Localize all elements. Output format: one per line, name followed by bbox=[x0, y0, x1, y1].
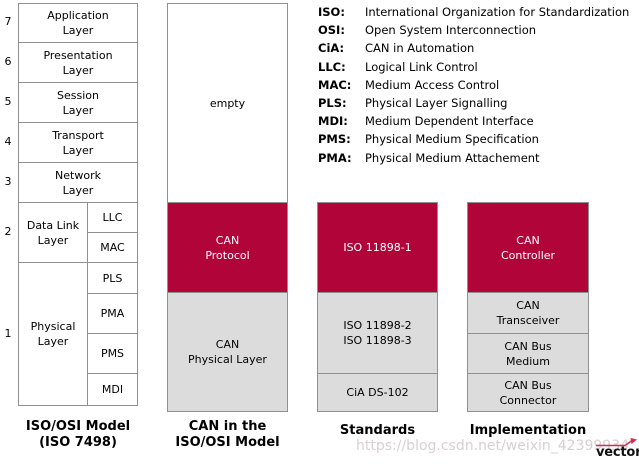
osi-layer-network: Network Layer bbox=[18, 162, 138, 203]
osi-layer-presentation: Presentation Layer bbox=[18, 42, 138, 83]
osi-layer-physical-row: Physical Layer PLS PMA PMS MDI bbox=[18, 262, 138, 406]
vector-logo-arrow-icon bbox=[596, 438, 637, 447]
can-protocol-box: CAN Protocol bbox=[167, 202, 288, 293]
legend-row-pms: PMS: Physical Medium Specification bbox=[318, 130, 629, 148]
standards-column: ISO 11898-1 ISO 11898-2 ISO 11898-3 CiA … bbox=[317, 202, 438, 412]
legend-row-osi: OSI: Open System Interconnection bbox=[318, 21, 629, 39]
legend-abbr: PMA: bbox=[318, 150, 352, 165]
osi-layer-number-2: 2 bbox=[4, 225, 12, 238]
can-physical-box: CAN Physical Layer bbox=[167, 292, 288, 412]
osi-layer-datalink: Data Link Layer bbox=[18, 202, 88, 263]
legend-row-mdi: MDI: Medium Dependent Interface bbox=[318, 112, 629, 130]
caption-osi-model: ISO/OSI Model (ISO 7498) bbox=[25, 419, 131, 450]
osi-sublayer-pms: PMS bbox=[87, 333, 138, 374]
legend-definition: Physical Layer Signalling bbox=[365, 96, 508, 111]
can-osi-column: empty CAN Protocol CAN Physical Layer bbox=[167, 3, 288, 412]
legend-definition: Medium Access Control bbox=[365, 77, 500, 92]
osi-sublayer-mdi: MDI bbox=[87, 373, 138, 406]
standard-iso11898-1-box: ISO 11898-1 bbox=[317, 202, 438, 293]
abbreviation-legend: ISO: International Organization for Stan… bbox=[318, 3, 629, 167]
legend-definition: Open System Interconnection bbox=[365, 23, 537, 38]
legend-abbr: MDI: bbox=[318, 114, 348, 129]
legend-definition: Physical Medium Specification bbox=[365, 132, 539, 147]
osi-layer-number-4: 4 bbox=[4, 135, 12, 148]
impl-can-bus-connector-box: CAN Bus Connector bbox=[467, 373, 589, 412]
legend-row-iso: ISO: International Organization for Stan… bbox=[318, 3, 629, 21]
legend-definition: CAN in Automation bbox=[365, 41, 475, 56]
osi-layer-application: Application Layer bbox=[18, 3, 138, 43]
osi-sublayer-pma: PMA bbox=[87, 293, 138, 334]
legend-abbr: ISO: bbox=[318, 5, 345, 20]
osi-datalink-sublayers: LLC MAC bbox=[87, 202, 138, 263]
impl-can-transceiver-box: CAN Transceiver bbox=[467, 292, 589, 334]
legend-definition: Physical Medium Attachement bbox=[365, 150, 540, 165]
legend-abbr: PLS: bbox=[318, 96, 347, 111]
caption-implementation: Implementation bbox=[469, 423, 587, 438]
osi-layer-transport: Transport Layer bbox=[18, 122, 138, 163]
impl-can-bus-medium-box: CAN Bus Medium bbox=[467, 333, 589, 374]
legend-abbr: OSI: bbox=[318, 23, 345, 38]
csdn-watermark: https://blog.csdn.net/weixin_42399934 bbox=[356, 438, 630, 454]
osi-sublayer-llc: LLC bbox=[87, 202, 138, 233]
legend-definition: International Organization for Standardi… bbox=[365, 5, 630, 20]
osi-physical-sublayers: PLS PMA PMS MDI bbox=[87, 262, 138, 406]
legend-row-llc: LLC: Logical Link Control bbox=[318, 58, 629, 76]
osi-layer-session: Session Layer bbox=[18, 82, 138, 123]
legend-definition: Medium Dependent Interface bbox=[365, 114, 534, 129]
can-empty-box: empty bbox=[167, 3, 288, 203]
vector-logo: vector bbox=[595, 438, 639, 462]
legend-row-pma: PMA: Physical Medium Attachement bbox=[318, 149, 629, 167]
osi-sublayer-mac: MAC bbox=[87, 232, 138, 263]
osi-layer-number-7: 7 bbox=[4, 15, 12, 28]
standard-iso11898-2-3-box: ISO 11898-2 ISO 11898-3 bbox=[317, 292, 438, 374]
legend-abbr: LLC: bbox=[318, 59, 346, 74]
osi-layer-physical: Physical Layer bbox=[18, 262, 88, 406]
legend-abbr: PMS: bbox=[318, 132, 351, 147]
osi-layer-number-6: 6 bbox=[4, 55, 12, 68]
osi-layer-datalink-row: Data Link Layer LLC MAC bbox=[18, 202, 138, 263]
osi-layer-number-1: 1 bbox=[4, 327, 12, 340]
osi-layer-number-3: 3 bbox=[4, 175, 12, 188]
impl-can-controller-box: CAN Controller bbox=[467, 202, 589, 293]
legend-row-pls: PLS: Physical Layer Signalling bbox=[318, 94, 629, 112]
legend-abbr: CiA: bbox=[318, 41, 345, 56]
osi-sublayer-pls: PLS bbox=[87, 262, 138, 294]
legend-row-cia: CiA: CAN in Automation bbox=[318, 39, 629, 57]
legend-definition: Logical Link Control bbox=[365, 59, 478, 74]
caption-can-osi: CAN in the ISO/OSI Model bbox=[175, 419, 280, 450]
vector-logo-text: vector bbox=[596, 445, 639, 460]
legend-abbr: MAC: bbox=[318, 77, 352, 92]
implementation-column: CAN Controller CAN Transceiver CAN Bus M… bbox=[467, 202, 589, 412]
osi-model-column: Application Layer Presentation Layer Ses… bbox=[18, 3, 138, 406]
caption-standards: Standards bbox=[339, 423, 416, 438]
osi-layer-number-5: 5 bbox=[4, 95, 12, 108]
standard-cia-ds102-box: CiA DS-102 bbox=[317, 373, 438, 412]
legend-row-mac: MAC: Medium Access Control bbox=[318, 76, 629, 94]
